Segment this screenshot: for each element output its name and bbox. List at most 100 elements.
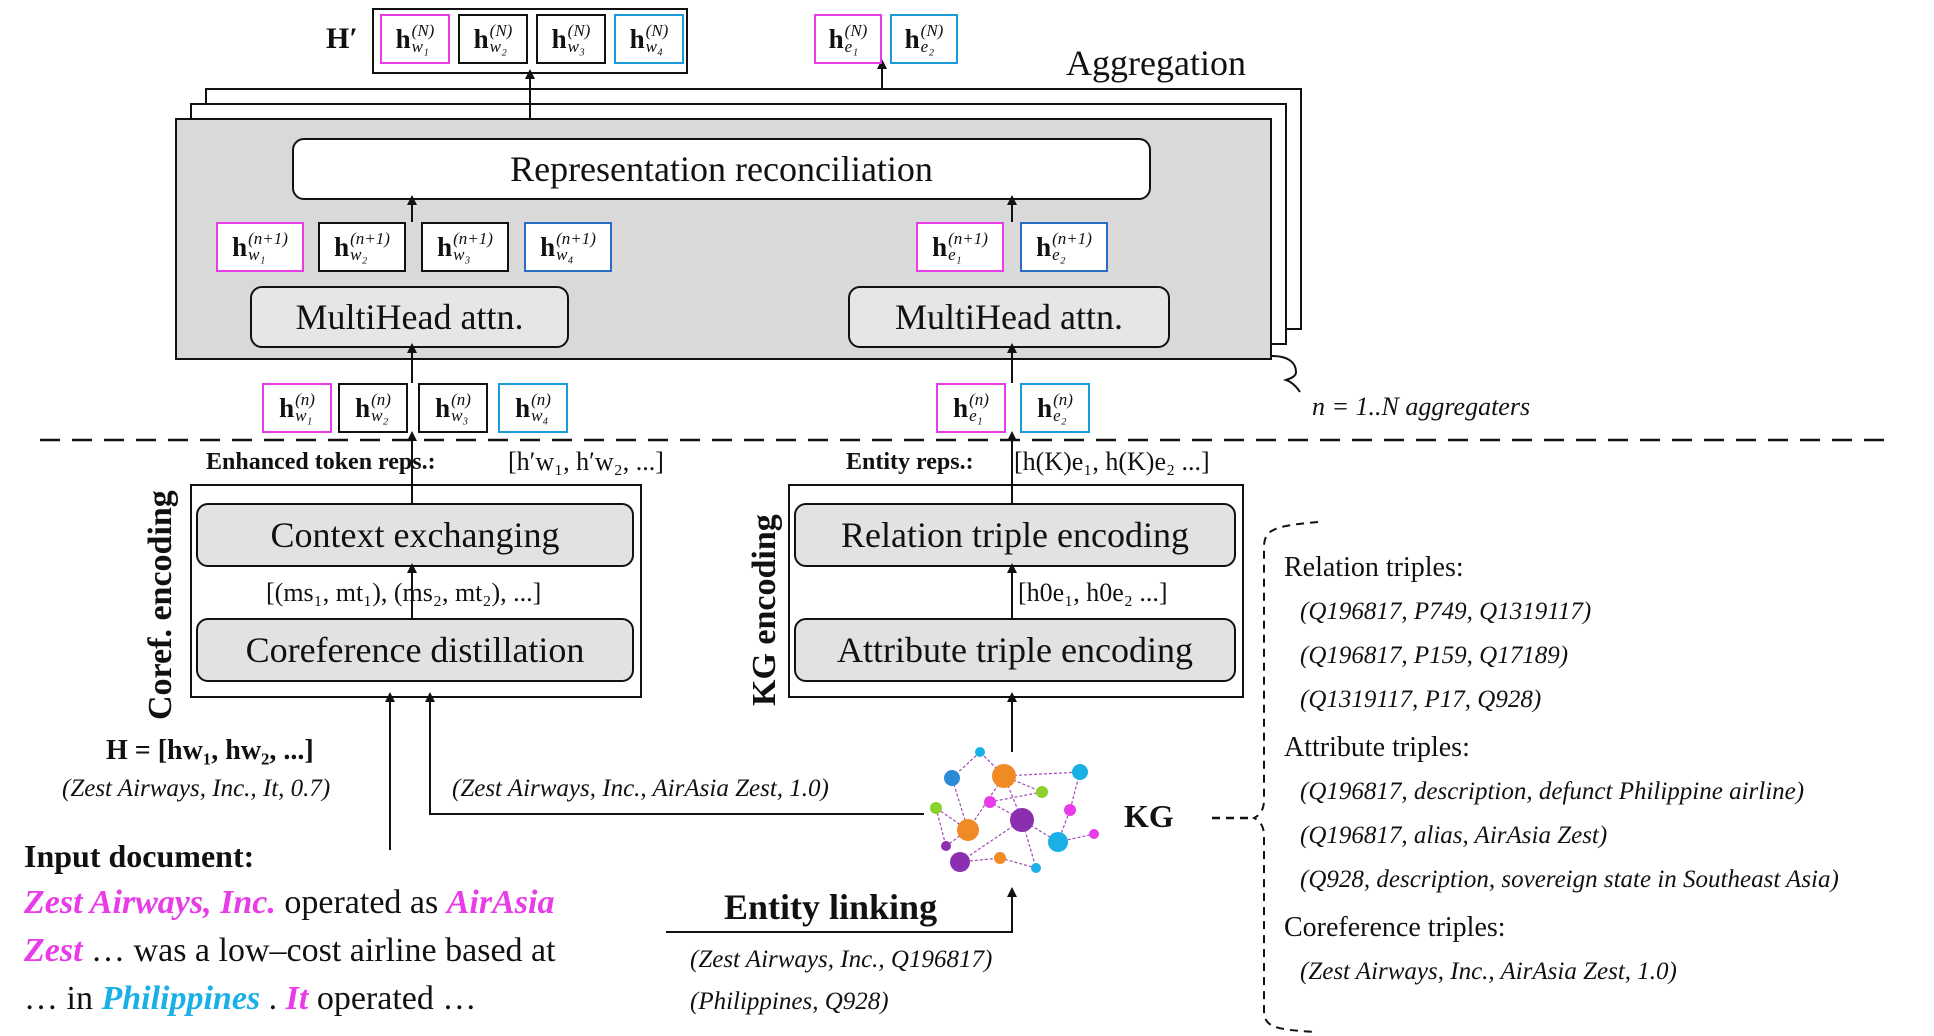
vector-base: h [540,231,556,262]
vector-subscript: w₄ [556,245,574,264]
kg-graph-edge [999,857,1037,869]
vector-e-low_entities: h(n)e₁ [936,383,1006,433]
kg-graph-node [992,764,1016,788]
vector-superscript: (n) [969,390,989,409]
vector-superscript: (n) [295,390,315,409]
entity-reps-label: Entity reps.: [846,449,974,475]
vector-w-mid_tokens: h(n+1)w₄ [524,222,612,272]
vector-e-top_entities: h(N)e₁ [814,14,882,64]
mention-philippines: Philippines [101,980,261,1017]
input-document-line-2: Zest … was a low–cost airline based at [24,932,556,970]
kg-graph-node [975,747,985,757]
coref-score-label: (Zest Airways, Inc., It, 0.7) [62,775,331,802]
kg-graph-node [1089,829,1099,839]
arrow-kg-to-coref [425,692,924,815]
kg-graph-node [930,802,942,814]
vector-superscript: (N) [844,21,868,40]
mention-zest: Zest [24,932,83,969]
vector-base: h [355,392,371,423]
vector-subscript: e₂ [920,37,935,56]
mention-pairs-label: [(ms₁, mt₁), (ms₂, mt₂), ...] [266,578,542,607]
vector-superscript: (n+1) [350,229,390,248]
vector-superscript: (n+1) [1052,229,1092,248]
vector-base: h [515,392,531,423]
kg-graph-edge [989,791,1043,803]
aggregators-brace [1271,355,1301,393]
kg-graph-edge [951,777,969,831]
relation-triples-title: Relation triples: [1284,552,1464,583]
vector-subscript: w₃ [453,245,471,264]
relation-triple-encoding-box: Relation triple encoding [794,503,1236,567]
vector-base: h [435,392,451,423]
vector-base: h [1037,392,1053,423]
relation-triple: (Q196817, P749, Q1319117) [1300,598,1592,625]
input-text-span: … was a low–cost airline based at [82,932,556,969]
n-aggregaters-label: n = 1..N aggregaters [1312,392,1531,421]
mention-it: It [285,980,309,1017]
kg-graph-node [994,852,1006,864]
vector-w-mid_tokens: h(n+1)w₃ [421,222,509,272]
entity-linking-title: Entity linking [724,887,938,927]
attribute-triple-encoding-box: Attribute triple encoding [794,618,1236,682]
vector-subscript: e₁ [844,37,859,56]
vector-superscript: (n+1) [948,229,988,248]
vector-superscript: (n) [451,390,471,409]
kg-graph-node [984,796,996,808]
vector-superscript: (N) [489,21,513,40]
coref-triple: (Zest Airways, Inc., AirAsia Zest, 1.0) [1300,958,1677,985]
entity-reps-value: [h(K)e₁, h(K)e₂ ...] [1014,447,1210,476]
vector-base: h [904,23,920,54]
relation-triple: (Q1319117, P17, Q928) [1300,686,1542,713]
vector-superscript: (n+1) [248,229,288,248]
vector-subscript: w₁ [248,245,266,264]
vector-w-low_tokens: h(n)w₁ [262,383,332,433]
vector-w-mid_tokens: h(n+1)w₂ [318,222,406,272]
kg-graph-node [957,819,979,841]
vector-superscript: (n+1) [556,229,596,248]
kg-graph-icon [930,747,1099,873]
vector-w-mid_tokens: h(n+1)w₁ [216,222,304,272]
vector-base: h [395,23,411,54]
vector-w-top_tokens: h(N)w₂ [458,14,528,64]
vector-w-low_tokens: h(n)w₃ [418,383,488,433]
input-text-span: operated as [275,884,447,921]
vector-base: h [629,23,645,54]
vector-base: h [551,23,567,54]
representation-reconciliation-box: Representation reconciliation [292,138,1151,200]
vector-superscript: (N) [567,21,591,40]
kg-graph-node [1072,764,1088,780]
h-equation-label: H = [hw₁, hw₂, ...] [106,735,314,766]
attribute-triple: (Q196817, alias, AirAsia Zest) [1300,822,1608,849]
entity-linking-item-2: (Philippines, Q928) [690,988,889,1015]
relation-triple: (Q196817, P159, Q17189) [1300,642,1569,669]
vector-subscript: e₁ [969,406,983,425]
vector-subscript: w₂ [371,406,389,425]
vector-e-mid_entities: h(n+1)e₂ [1020,222,1108,272]
vector-e-low_entities: h(n)e₂ [1020,383,1090,433]
vector-w-low_tokens: h(n)w₂ [338,383,408,433]
vector-e-mid_entities: h(n+1)e₁ [916,222,1004,272]
vector-subscript: w₄ [531,406,549,425]
kg-graph-edge [1021,819,1037,869]
coreference-triples-title: Coreference triples: [1284,912,1506,943]
arrow-entity-linking [666,887,1017,933]
vector-subscript: e₂ [1053,406,1067,425]
mention-zest-airways: Zest Airways, Inc. [24,884,276,921]
vector-subscript: w₁ [411,37,429,56]
input-text-span: operated … [308,980,477,1017]
kg-graph-edge [935,807,947,847]
mention-airasia: AirAsia [446,884,555,921]
vector-w-low_tokens: h(n)w₄ [498,383,568,433]
vector-subscript: w₃ [567,37,585,56]
vector-base: h [1036,231,1052,262]
input-document-title: Input document: [24,838,255,874]
h-prime-label: H′ [326,22,358,55]
attribute-triples-title: Attribute triples: [1284,732,1470,763]
kg-label: KG [1124,798,1174,834]
kg-coref-score-label: (Zest Airways, Inc., AirAsia Zest, 1.0) [452,775,829,802]
kg-graph-node [944,770,960,786]
kg-graph-edge [959,819,1023,863]
aggregation-label: Aggregation [1066,43,1246,83]
